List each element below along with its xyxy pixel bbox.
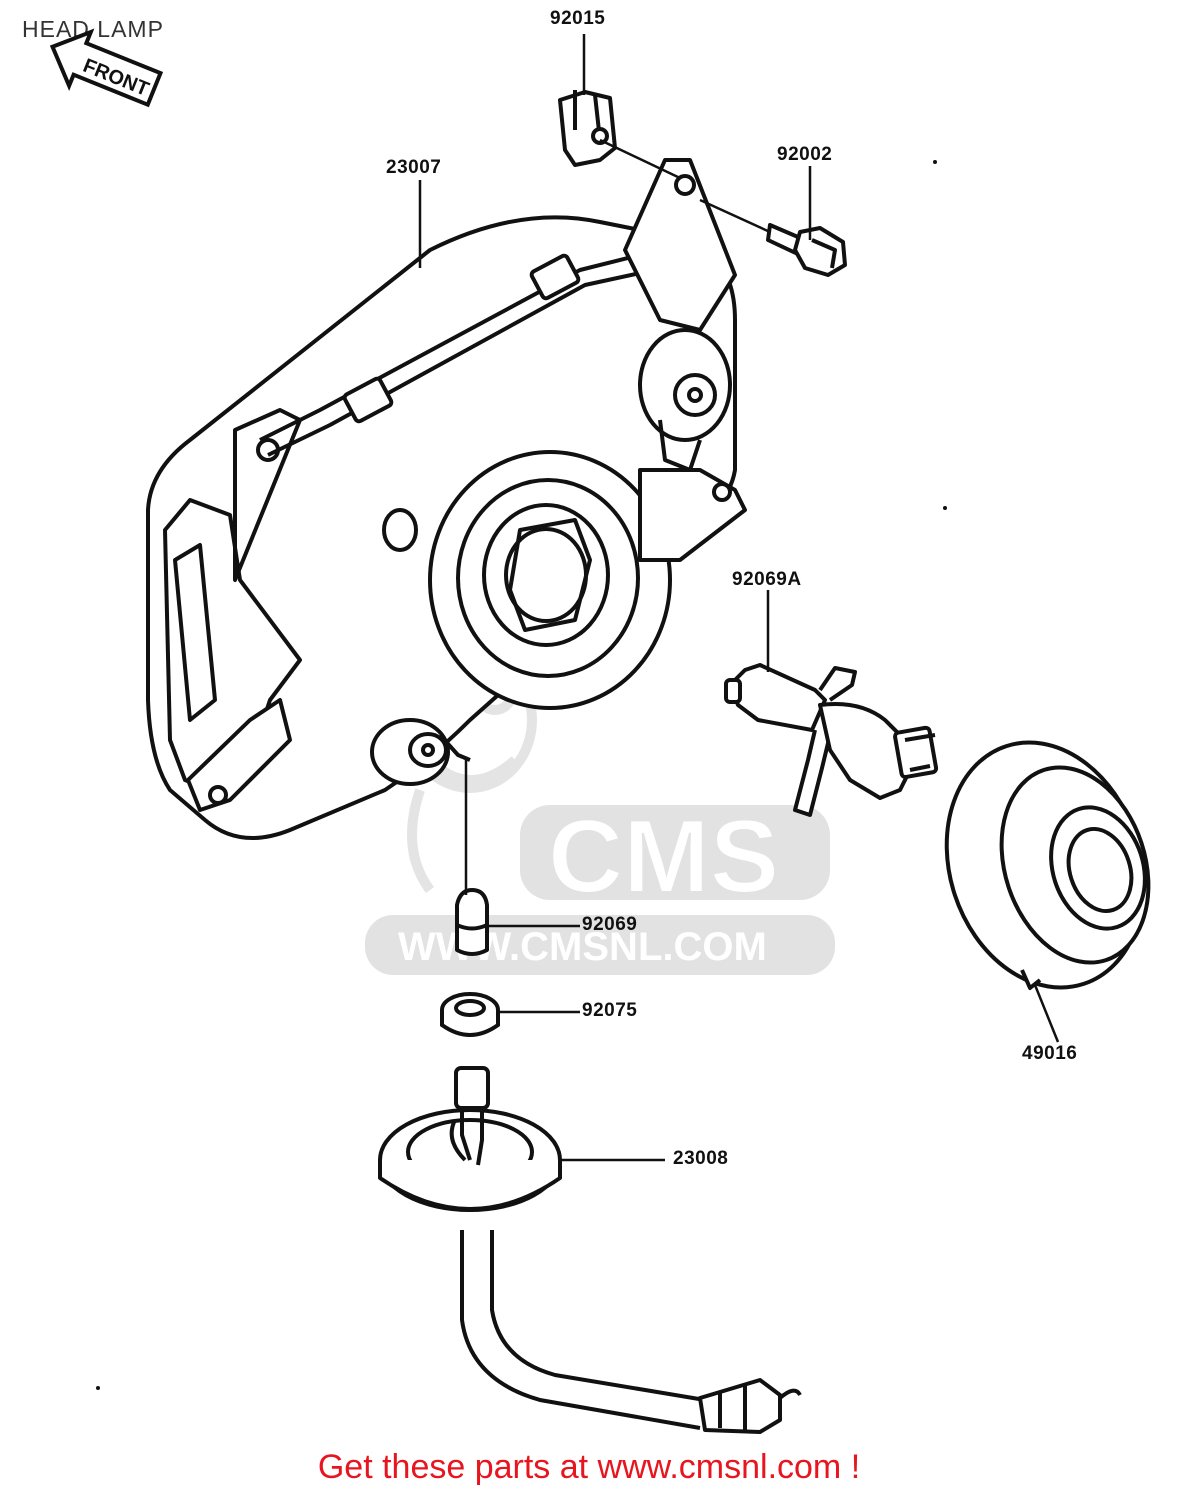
clip-92015 xyxy=(558,90,617,167)
diagram-title: HEAD LAMP xyxy=(22,16,164,42)
part-label-92069A[interactable]: 92069A xyxy=(732,569,802,590)
part-label-92069[interactable]: 92069 xyxy=(582,914,638,935)
leader-lines xyxy=(418,34,1060,1162)
part-label-92002[interactable]: 92002 xyxy=(777,144,833,165)
front-arrow: FRONT xyxy=(49,28,164,108)
watermark: CMS WWW.CMSNL.COM xyxy=(365,647,835,975)
bulb-92069A xyxy=(724,663,939,817)
boot-49016 xyxy=(944,740,1151,990)
socket-23008 xyxy=(378,1066,802,1434)
part-label-23007[interactable]: 23007 xyxy=(386,157,442,178)
bulb-92069 xyxy=(455,888,489,956)
bolt-92002 xyxy=(766,223,847,277)
footer-link[interactable]: Get these parts at www.cmsnl.com ! xyxy=(317,1448,861,1486)
scan-specks xyxy=(96,160,947,1390)
watermark-logo: CMS xyxy=(548,799,779,915)
part-label-49016[interactable]: 49016 xyxy=(1022,1043,1078,1064)
part-label-92015[interactable]: 92015 xyxy=(550,8,606,29)
watermark-logo-bg xyxy=(520,805,830,900)
headlamp-housing xyxy=(146,158,747,840)
part-label-92075[interactable]: 92075 xyxy=(582,1000,638,1021)
part-label-23008[interactable]: 23008 xyxy=(673,1148,729,1169)
grommet-92075 xyxy=(440,992,500,1037)
